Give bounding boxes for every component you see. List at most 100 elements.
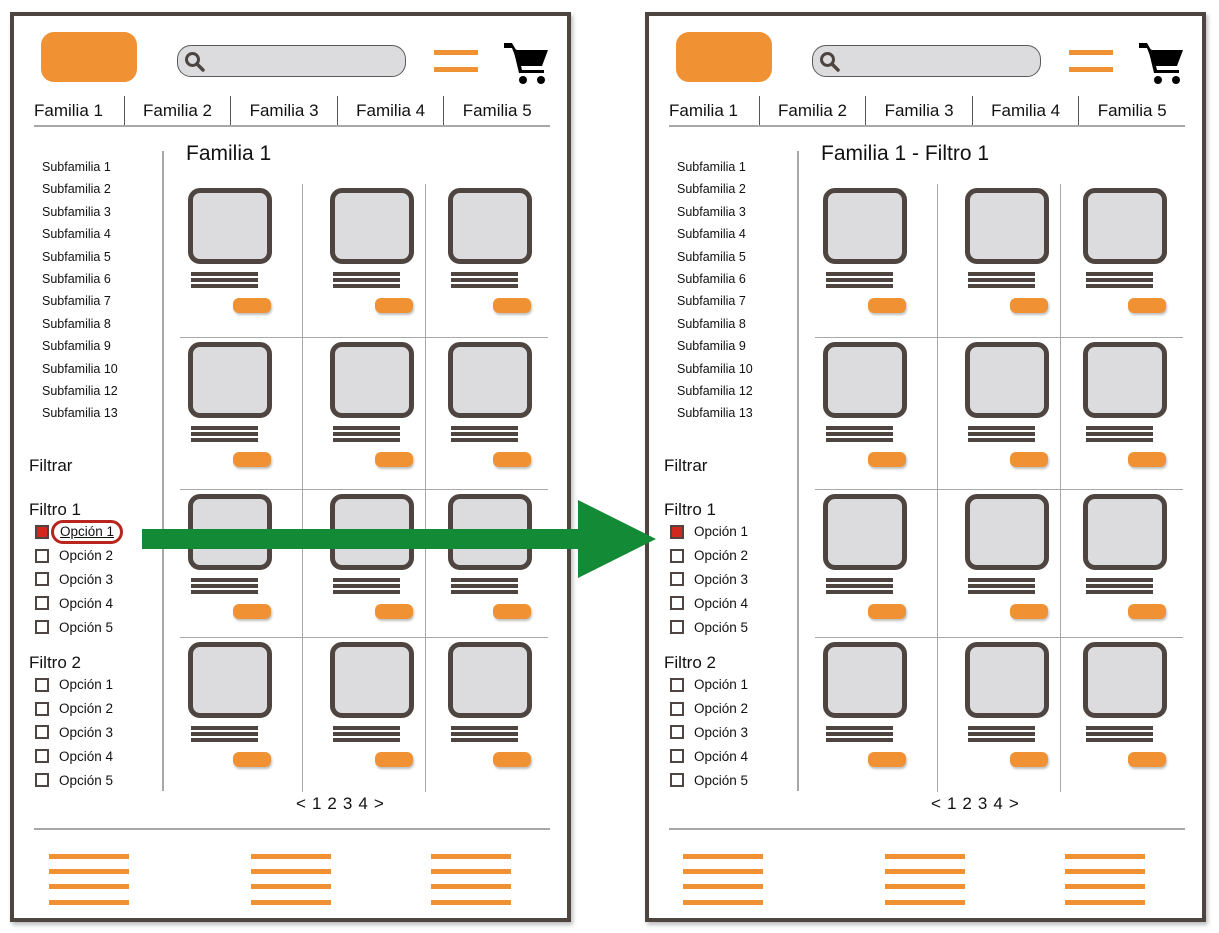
product-card[interactable] bbox=[426, 638, 548, 792]
product-card[interactable] bbox=[938, 638, 1061, 792]
checkbox[interactable] bbox=[35, 572, 49, 587]
product-image-placeholder[interactable] bbox=[965, 494, 1049, 570]
search-input[interactable] bbox=[812, 45, 1041, 77]
subfamily-item[interactable]: Subfamilia 10 bbox=[677, 361, 753, 376]
shopping-cart-icon[interactable] bbox=[504, 40, 550, 86]
add-to-cart-button[interactable] bbox=[375, 452, 413, 467]
add-to-cart-button[interactable] bbox=[493, 604, 531, 619]
add-to-cart-button[interactable] bbox=[1128, 298, 1166, 313]
product-image-placeholder[interactable] bbox=[188, 642, 272, 718]
checkbox[interactable] bbox=[35, 677, 49, 692]
checkbox[interactable] bbox=[670, 725, 684, 740]
nav-tab-familia-2[interactable]: Familia 2 bbox=[760, 96, 867, 125]
product-card[interactable] bbox=[815, 338, 938, 489]
product-card[interactable] bbox=[426, 338, 548, 489]
product-card[interactable] bbox=[938, 338, 1061, 489]
footer-links-column[interactable] bbox=[1065, 854, 1145, 915]
footer-links-column[interactable] bbox=[251, 854, 331, 915]
subfamily-item[interactable]: Subfamilia 6 bbox=[677, 271, 746, 286]
filter-option[interactable]: Opción 5 bbox=[29, 615, 159, 639]
product-image-placeholder[interactable] bbox=[1083, 494, 1167, 570]
checkbox[interactable] bbox=[35, 548, 49, 563]
checkbox[interactable] bbox=[35, 596, 49, 611]
hamburger-menu-icon[interactable] bbox=[434, 50, 478, 72]
checkbox[interactable] bbox=[670, 749, 684, 764]
product-image-placeholder[interactable] bbox=[330, 642, 414, 718]
add-to-cart-button[interactable] bbox=[868, 604, 906, 619]
product-card[interactable] bbox=[815, 184, 938, 337]
product-image-placeholder[interactable] bbox=[1083, 342, 1167, 418]
logo[interactable] bbox=[41, 32, 137, 82]
filter-option[interactable]: Opción 2 bbox=[664, 544, 794, 568]
hamburger-menu-icon[interactable] bbox=[1069, 50, 1113, 72]
product-image-placeholder[interactable] bbox=[823, 342, 907, 418]
checkbox[interactable] bbox=[670, 773, 684, 788]
add-to-cart-button[interactable] bbox=[233, 452, 271, 467]
add-to-cart-button[interactable] bbox=[375, 604, 413, 619]
checkbox[interactable] bbox=[35, 749, 49, 764]
product-image-placeholder[interactable] bbox=[188, 342, 272, 418]
product-image-placeholder[interactable] bbox=[448, 342, 532, 418]
page-link[interactable]: 2 bbox=[962, 794, 972, 813]
product-card[interactable] bbox=[303, 638, 426, 792]
filter-option[interactable]: Opción 3 bbox=[29, 721, 159, 745]
subfamily-item[interactable]: Subfamilia 13 bbox=[42, 406, 118, 421]
add-to-cart-button[interactable] bbox=[375, 298, 413, 313]
checkbox[interactable] bbox=[35, 725, 49, 740]
filter-option[interactable]: Opción 3 bbox=[664, 568, 794, 592]
page-link[interactable]: 3 bbox=[342, 794, 353, 813]
filter-option[interactable]: Opción 4 bbox=[29, 591, 159, 615]
filter-option[interactable]: Opción 1 bbox=[664, 673, 794, 697]
page-link[interactable]: 4 bbox=[993, 794, 1003, 813]
filter-option[interactable]: Opción 5 bbox=[664, 615, 794, 639]
page-link[interactable]: 4 bbox=[358, 794, 368, 813]
subfamily-item[interactable]: Subfamilia 1 bbox=[42, 160, 111, 174]
add-to-cart-button[interactable] bbox=[1128, 752, 1166, 767]
product-image-placeholder[interactable] bbox=[965, 188, 1049, 264]
subfamily-item[interactable]: Subfamilia 8 bbox=[42, 316, 111, 331]
product-image-placeholder[interactable] bbox=[823, 642, 907, 718]
subfamily-item[interactable]: Subfamilia 5 bbox=[42, 249, 111, 264]
checkbox[interactable] bbox=[670, 701, 684, 716]
next-page-button[interactable]: > bbox=[1008, 794, 1019, 813]
nav-tab-familia-5[interactable]: Familia 5 bbox=[462, 101, 532, 120]
subfamily-item[interactable]: Subfamilia 1 bbox=[677, 160, 746, 174]
nav-tab-familia-2[interactable]: Familia 2 bbox=[125, 96, 232, 125]
product-card[interactable] bbox=[1061, 490, 1183, 637]
checkbox[interactable] bbox=[35, 773, 49, 788]
product-card[interactable] bbox=[815, 638, 938, 792]
checkbox[interactable] bbox=[35, 701, 49, 716]
nav-tab-familia-5[interactable]: Familia 5 bbox=[1097, 101, 1167, 120]
add-to-cart-button[interactable] bbox=[1010, 298, 1048, 313]
footer-links-column[interactable] bbox=[683, 854, 763, 915]
subfamily-item[interactable]: Subfamilia 7 bbox=[677, 294, 746, 309]
product-card[interactable] bbox=[938, 490, 1061, 637]
product-image-placeholder[interactable] bbox=[823, 188, 907, 264]
subfamily-item[interactable]: Subfamilia 13 bbox=[677, 406, 753, 421]
product-card[interactable] bbox=[180, 638, 303, 792]
add-to-cart-button[interactable] bbox=[493, 298, 531, 313]
product-image-placeholder[interactable] bbox=[448, 642, 532, 718]
filter-option[interactable]: Opción 1 bbox=[29, 519, 159, 544]
filter-option[interactable]: Opción 4 bbox=[664, 744, 794, 768]
footer-links-column[interactable] bbox=[431, 854, 511, 915]
prev-page-button[interactable]: < bbox=[296, 794, 306, 813]
product-card[interactable] bbox=[303, 184, 426, 337]
footer-links-column[interactable] bbox=[49, 854, 129, 915]
add-to-cart-button[interactable] bbox=[868, 452, 906, 467]
add-to-cart-button[interactable] bbox=[375, 752, 413, 767]
add-to-cart-button[interactable] bbox=[868, 752, 906, 767]
product-image-placeholder[interactable] bbox=[823, 494, 907, 570]
add-to-cart-button[interactable] bbox=[868, 298, 906, 313]
page-link[interactable]: 1 bbox=[946, 794, 957, 813]
prev-page-button[interactable]: < bbox=[931, 794, 941, 813]
filter-option[interactable]: Opción 1 bbox=[29, 673, 159, 697]
logo[interactable] bbox=[676, 32, 772, 82]
subfamily-item[interactable]: Subfamilia 6 bbox=[42, 271, 111, 286]
next-page-button[interactable]: > bbox=[373, 794, 384, 813]
product-card[interactable] bbox=[180, 184, 303, 337]
footer-links-column[interactable] bbox=[885, 854, 965, 915]
product-card[interactable] bbox=[1061, 638, 1183, 792]
checkbox[interactable] bbox=[670, 677, 684, 692]
product-image-placeholder[interactable] bbox=[965, 342, 1049, 418]
